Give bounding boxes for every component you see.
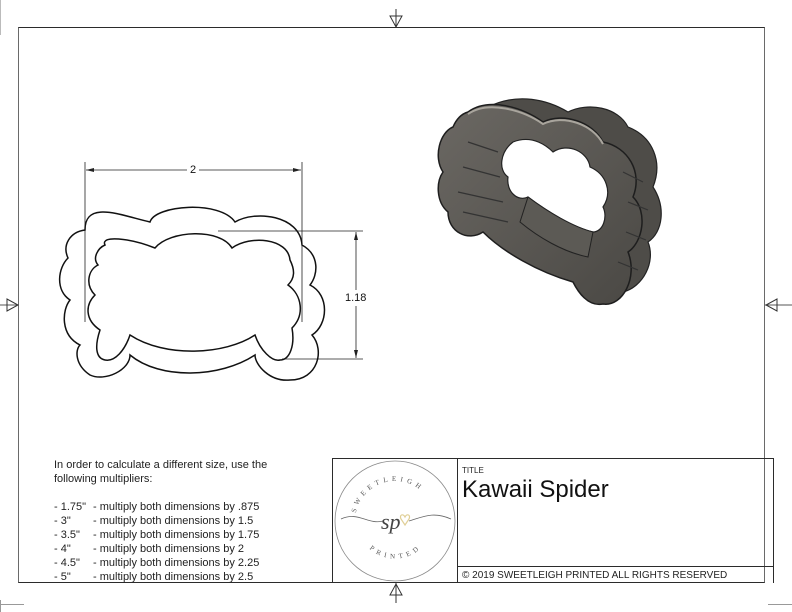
multiplier-row: - 3.5" - multiply both dimensions by 1.7… [54, 528, 294, 542]
svg-text:SWEETLEIGH: SWEETLEIGH [350, 475, 426, 514]
sweetleigh-logo: SWEETLEIGH PRINTED sp [334, 460, 456, 582]
multiplier-row: - 1.75" - multiply both dimensions by .8… [54, 500, 294, 514]
multiplier-size: - 3" [54, 515, 71, 527]
width-dimension-label: 2 [187, 164, 200, 176]
sheet-edge-mark [0, 604, 24, 605]
cutter-profile-drawing [58, 162, 363, 381]
multiplier-text: - multiply both dimensions by 1.75 [93, 529, 260, 541]
multiplier-text: - multiply both dimensions by .875 [93, 501, 260, 513]
multiplier-size: - 3.5" [54, 529, 80, 541]
title-label: TITLE [462, 466, 484, 475]
drawing-title: Kawaii Spider [462, 476, 609, 503]
multiplier-row: - 3" - multiply both dimensions by 1.5 [54, 514, 294, 528]
title-block-logo-cell [332, 458, 458, 583]
center-mark-bottom-icon [389, 582, 403, 603]
title-block-divider [458, 566, 774, 567]
multiplier-text: - multiply both dimensions by 2 [93, 543, 245, 555]
multiplier-text: - multiply both dimensions by 2.5 [93, 571, 254, 583]
sheet-edge-mark [0, 0, 1, 35]
multiplier-text: - multiply both dimensions by 2.25 [93, 557, 260, 569]
multiplier-row: - 5" - multiply both dimensions by 2.5 [54, 570, 294, 584]
center-mark-top-icon [389, 9, 403, 29]
height-dimension-label: 1.18 [345, 290, 367, 306]
multiplier-row: - 4.5" - multiply both dimensions by 2.2… [54, 556, 294, 570]
sizing-notes: In order to calculate a different size, … [54, 458, 294, 584]
multiplier-row: - 4" - multiply both dimensions by 2 [54, 542, 294, 556]
multiplier-size: - 1.75" [54, 501, 87, 513]
svg-text:sp: sp [381, 509, 401, 534]
svg-text:PRINTED: PRINTED [368, 543, 423, 561]
sheet-edge-mark [768, 604, 792, 605]
center-mark-left-icon [0, 298, 20, 312]
copyright-text: © 2019 SWEETLEIGH PRINTED ALL RIGHTS RES… [462, 570, 728, 581]
cutter-3d-render [437, 98, 662, 306]
sheet-edge-mark [0, 600, 1, 612]
multiplier-size: - 5" [54, 571, 71, 583]
multiplier-size: - 4" [54, 543, 71, 555]
multiplier-size: - 4.5" [54, 557, 80, 569]
title-block [332, 458, 774, 583]
multiplier-text: - multiply both dimensions by 1.5 [93, 515, 254, 527]
center-mark-right-icon [764, 298, 792, 312]
notes-intro: In order to calculate a different size, … [54, 459, 268, 485]
